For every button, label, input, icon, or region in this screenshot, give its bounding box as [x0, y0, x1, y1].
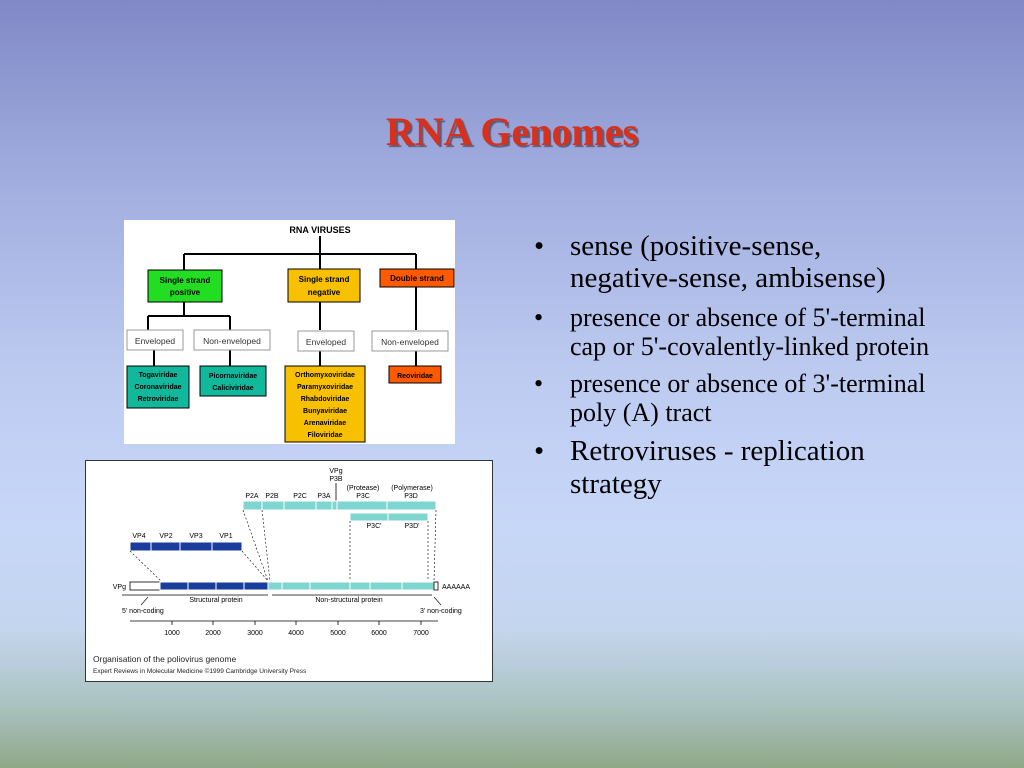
ss-negative-box	[287, 268, 361, 303]
enveloped-label-2: Enveloped	[306, 337, 346, 347]
family-caliciviridae: Caliciviridae	[212, 385, 253, 392]
family-togaviridae: Togaviridae	[139, 372, 178, 379]
polya-label: AAAAAA	[442, 584, 470, 591]
three-prime-noncoding-bar	[433, 581, 439, 591]
segment-p2a	[242, 500, 263, 511]
enveloped-label-1: Enveloped	[135, 336, 175, 346]
segment-p3c-prime	[349, 512, 389, 522]
segment-p3d-prime	[387, 512, 429, 522]
segment-vp2	[150, 541, 181, 552]
non-enveloped-label-1: Non-enveloped	[203, 336, 261, 346]
p3b-label: P3B	[329, 476, 343, 483]
tick-7000: 7000	[413, 630, 429, 637]
bullet-glyph: •	[534, 230, 545, 262]
ss-positive-line1: Single strand	[160, 276, 211, 285]
figure-credit: Expert Reviews in Molecular Medicine ©19…	[93, 667, 307, 675]
rna-virus-classification-figure: RNA VIRUSES Single strand positive Singl…	[124, 220, 455, 444]
vp1-label: VP1	[219, 533, 232, 540]
segment-p3c	[336, 500, 388, 511]
vp3-label: VP3	[189, 533, 202, 540]
bullet-text: presence or absence of 5'-terminal cap o…	[570, 302, 930, 362]
tick-4000: 4000	[288, 630, 304, 637]
segment-p2c	[283, 500, 317, 511]
segment-vp4	[129, 541, 152, 552]
bullet-item: • presence or absence of 3'-terminal poly…	[532, 369, 932, 427]
segment-p3a	[315, 500, 333, 511]
segment-p2b	[261, 500, 285, 511]
five-noncoding-label: 5' non-coding	[122, 608, 164, 615]
figure-caption: Organisation of the poliovirus genome	[93, 654, 236, 664]
p2b-label: P2B	[265, 493, 279, 500]
tick-3000: 3000	[247, 630, 263, 637]
poliovirus-genome-svg: VPg P3B (Protease) (Polymerase) P2A P2B …	[93, 468, 470, 675]
family-filoviridae: Filoviridae	[307, 432, 342, 439]
family-reoviridae: Reoviridae	[397, 373, 433, 380]
enveloped-box-1	[126, 329, 184, 351]
five-prime-noncoding-bar	[129, 581, 161, 591]
double-strand-box	[379, 268, 455, 288]
nonstructural-protein-label: Non-structural protein	[315, 597, 382, 604]
ss-negative-line2: negative	[308, 288, 341, 297]
bullet-text: Retroviruses - replication strategy	[570, 435, 865, 500]
tick-1000: 1000	[164, 630, 180, 637]
p3c-label: P3C	[356, 493, 370, 500]
poliovirus-genome-figure: VPg P3B (Protease) (Polymerase) P2A P2B …	[85, 460, 493, 682]
bullet-glyph: •	[534, 435, 545, 468]
structural-protein-label: Structural protein	[189, 597, 242, 604]
ss-positive-box	[147, 269, 223, 303]
non-enveloped-label-2: Non-enveloped	[381, 337, 439, 347]
non-enveloped-box-2	[371, 330, 449, 352]
protease-label: (Protease)	[347, 485, 380, 492]
family-orthomyxoviridae: Orthomyxoviridae	[295, 372, 355, 379]
segment-p3b	[331, 500, 338, 511]
reo-family-box	[388, 365, 442, 384]
tick-5000: 5000	[330, 630, 346, 637]
rna-virus-tree-svg: RNA VIRUSES Single strand positive Singl…	[126, 225, 455, 443]
vp4-label: VP4	[132, 533, 145, 540]
tick-6000: 6000	[371, 630, 387, 637]
ss-positive-line2: positive	[170, 288, 201, 297]
ss-negative-line1: Single strand	[299, 275, 350, 284]
bullet-text: sense (positive-sense, negative-sense, a…	[570, 230, 886, 295]
family-coronaviridae: Coronaviridae	[134, 384, 181, 391]
polymerase-label: (Polymerase)	[391, 485, 433, 492]
vpg-left-label: VPg	[113, 584, 126, 591]
picorna-family-box	[199, 365, 267, 397]
slide-title: RNA Genomes	[385, 109, 639, 154]
tree-root-label: RNA VIRUSES	[289, 225, 350, 235]
non-enveloped-box-1	[193, 329, 271, 351]
enveloped-box-2	[297, 330, 355, 352]
p3d-prime-label: P3D'	[405, 523, 420, 530]
family-bunyaviridae: Bunyaviridae	[303, 408, 347, 415]
bullet-item: • presence or absence of 5'-terminal cap …	[532, 303, 932, 361]
p3c-prime-label: P3C'	[367, 523, 382, 530]
family-picornaviridae: Picornaviridae	[209, 373, 257, 380]
bullet-item: • sense (positive-sense, negative-sense, …	[532, 230, 932, 295]
segment-vp1	[211, 541, 243, 552]
p2a-label: P2A	[245, 493, 259, 500]
p3a-label: P3A	[317, 493, 331, 500]
segment-p3d	[386, 500, 437, 511]
double-strand-label: Double strand	[390, 274, 444, 283]
toga-family-box	[126, 365, 190, 409]
vpg-top-label: VPg	[329, 468, 342, 475]
bullet-item: • Retroviruses - replication strategy	[532, 435, 932, 500]
segment-vp3	[179, 541, 213, 552]
three-noncoding-label: 3' non-coding	[420, 608, 462, 615]
vp2-label: VP2	[159, 533, 172, 540]
p2c-label: P2C	[293, 493, 307, 500]
family-arenaviridae: Arenaviridae	[304, 420, 347, 427]
bullet-glyph: •	[534, 302, 544, 332]
family-retroviridae: Retroviridae	[138, 396, 179, 403]
family-rhabdoviridae: Rhabdoviridae	[301, 396, 350, 403]
ortho-family-box	[284, 365, 366, 443]
bullet-list: • sense (positive-sense, negative-sense, …	[532, 230, 932, 508]
family-paramyxoviridae: Paramyxoviridae	[297, 384, 353, 391]
p3d-label: P3D	[404, 493, 418, 500]
tick-2000: 2000	[205, 630, 221, 637]
bullet-text: presence or absence of 3'-terminal poly …	[570, 369, 926, 428]
bullet-glyph: •	[534, 369, 544, 399]
